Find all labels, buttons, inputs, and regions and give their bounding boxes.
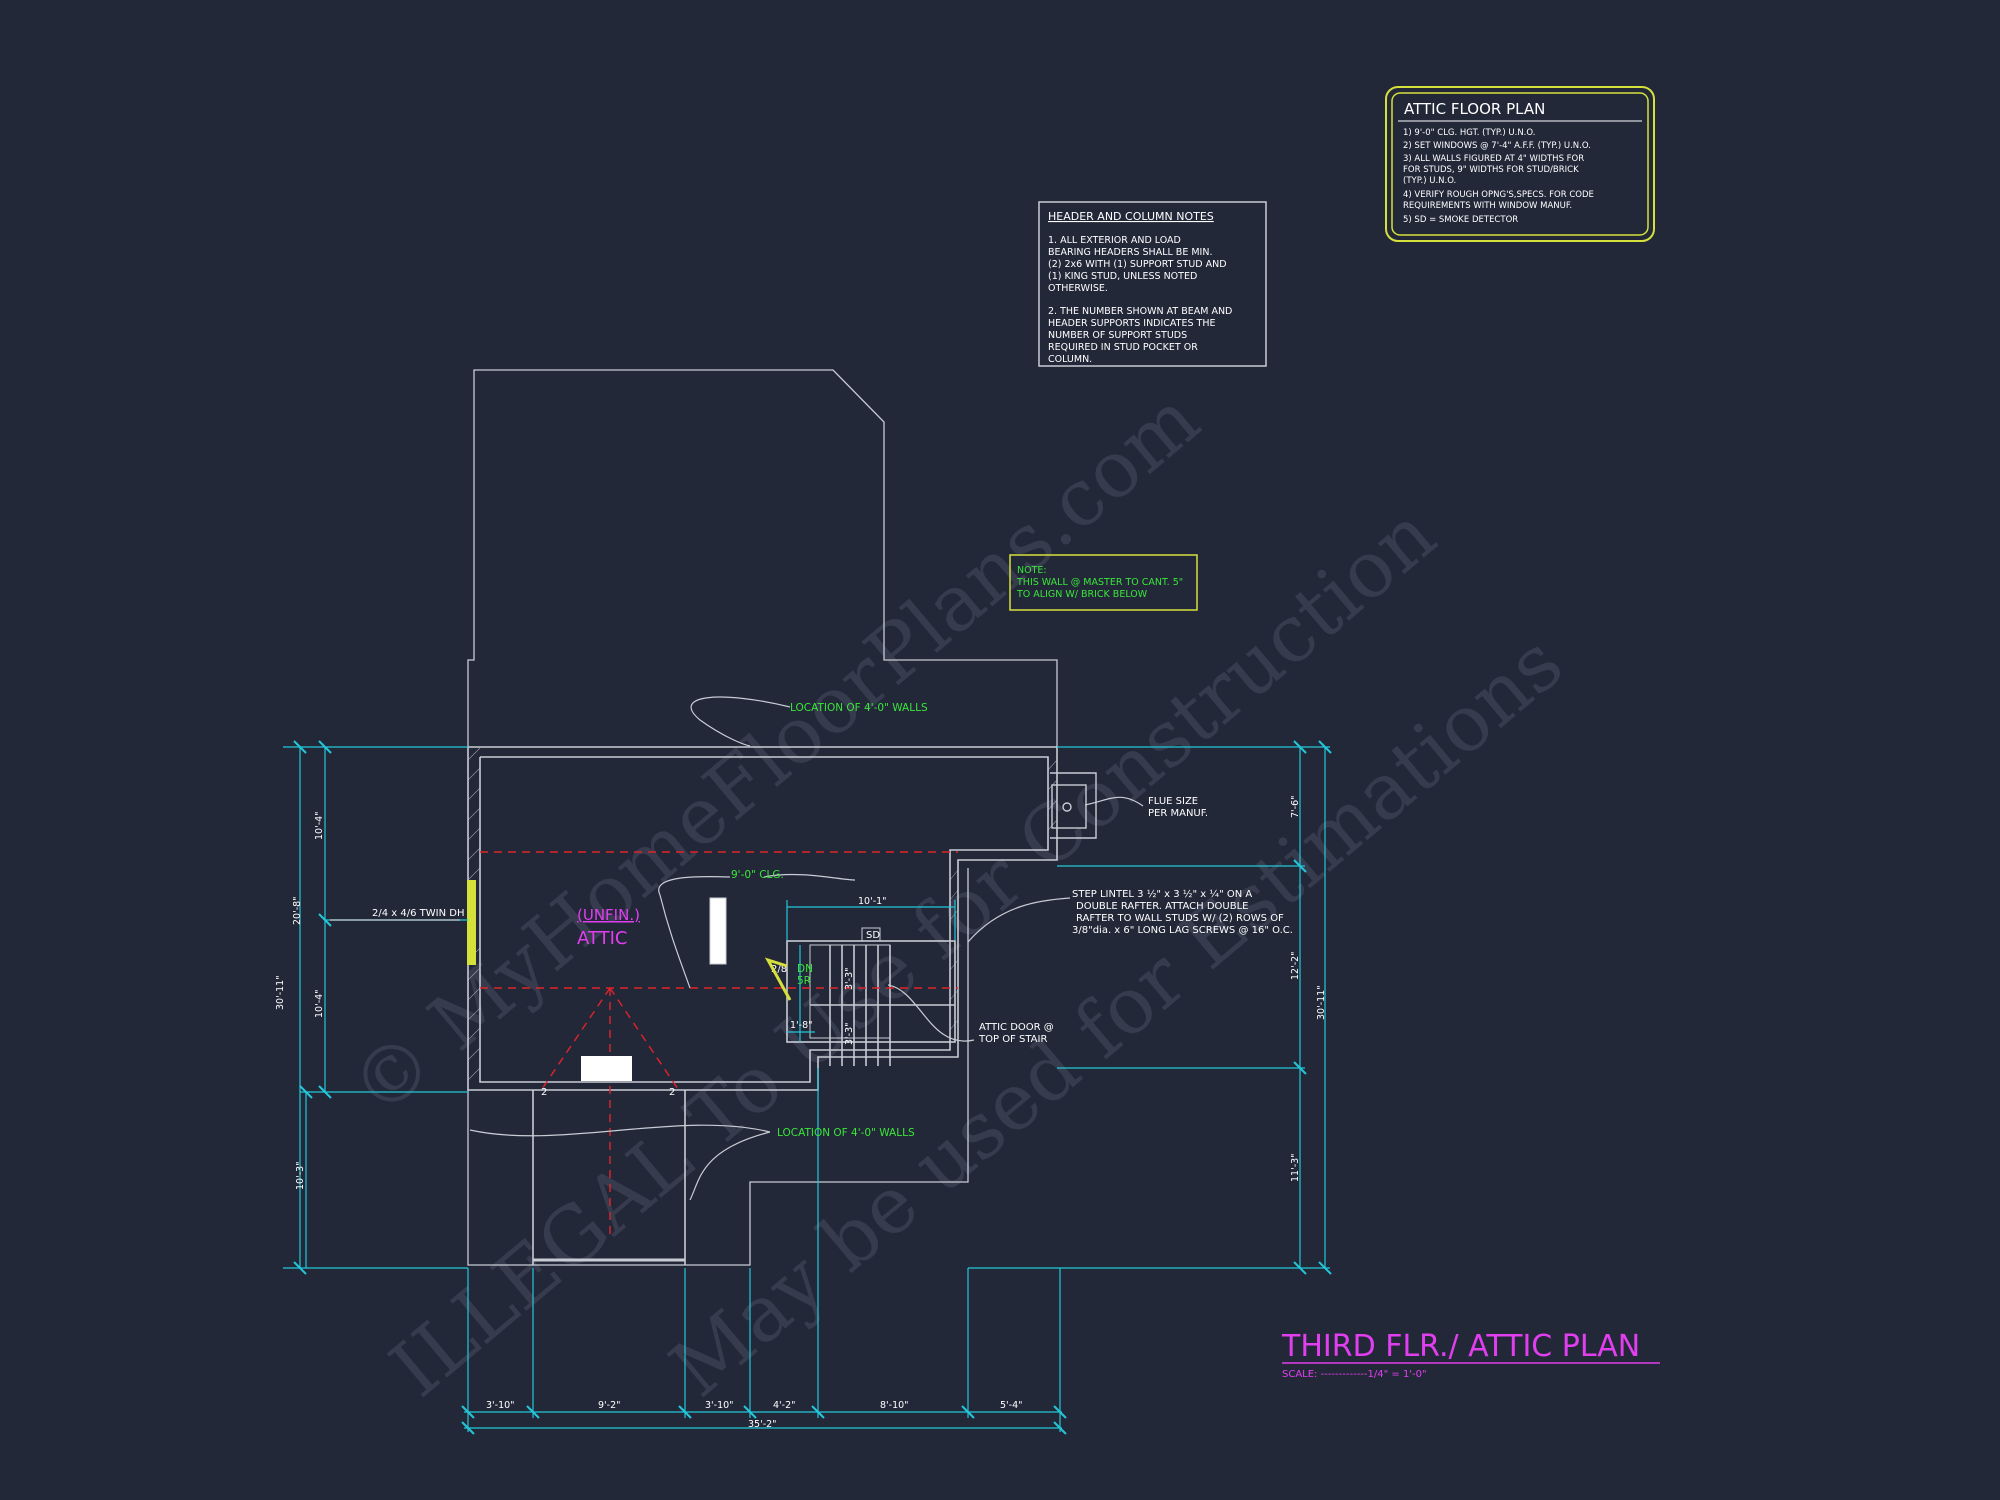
attic-vent <box>709 897 727 965</box>
dim-right-top: 7'-6" <box>1290 796 1301 819</box>
dimension-lines <box>283 746 1330 1432</box>
dim-right-outer: 30'-11" <box>1316 985 1327 1020</box>
attic-note-2: 2) SET WINDOWS @ 7'-4" A.F.F. (TYP.) U.N… <box>1403 141 1591 151</box>
label-dn: DN <box>797 963 813 975</box>
header-note-line-11: COLUMN. <box>1048 354 1092 365</box>
dim-bottom-2: 9'-2" <box>598 1400 621 1411</box>
dim-bottom-6: 5'-4" <box>1000 1400 1023 1411</box>
smoke-detector-icon <box>861 927 881 942</box>
dim-landing: 1'-8" <box>790 1020 813 1031</box>
header-note-line-9: NUMBER OF SUPPORT STUDS <box>1048 330 1187 341</box>
dim-bottom-3: 3'-10" <box>705 1400 734 1411</box>
dim-bottom-1: 3'-10" <box>486 1400 515 1411</box>
attic-note-4: 4) VERIFY ROUGH OPNG'S,SPECS. FOR CODE <box>1403 190 1594 200</box>
title-block: THIRD FLR./ ATTIC PLAN SCALE: ----------… <box>1281 1329 1660 1380</box>
header-note-line-4: (1) KING STUD, UNLESS NOTED <box>1048 271 1197 282</box>
flue-chimney <box>1050 772 1097 839</box>
dim-bottom-4: 4'-2" <box>773 1400 796 1411</box>
dim-left-upper: 10'-4" <box>314 811 325 840</box>
dim-left-outer: 30'-11" <box>275 975 286 1010</box>
header-note-line-2: BEARING HEADERS SHALL BE MIN. <box>1048 247 1212 258</box>
attic-note-1: 1) 9'-0" CLG. HGT. (TYP.) U.N.O. <box>1403 128 1535 138</box>
dim-left-lower: 10'-4" <box>314 989 325 1018</box>
dim-right-bottom: 11'-3" <box>1290 1153 1301 1182</box>
wall-hatch <box>467 747 1058 1081</box>
dim-left-bottom: 10'-3" <box>295 1161 306 1190</box>
label-flue-1: FLUE SIZE <box>1148 796 1198 807</box>
plan-scale: SCALE: -------------1/4" = 1'-0" <box>1282 1369 1427 1380</box>
leader-lines <box>330 696 1144 1201</box>
attic-note-4b: REQUIREMENTS WITH WINDOW MANUF. <box>1403 201 1572 211</box>
label-ceiling: 9'-0" CLG. <box>731 869 784 881</box>
attic-hatch <box>581 1056 632 1081</box>
header-note-line-7: 2. THE NUMBER SHOWN AT BEAM AND <box>1048 306 1232 317</box>
label-flue-2: PER MANUF. <box>1148 808 1208 819</box>
label-window: 2/4 x 4/6 TWIN DH <box>372 908 464 919</box>
label-lintel-2: DOUBLE RAFTER. ATTACH DOUBLE <box>1076 901 1248 912</box>
header-note-line-3: (2) 2x6 WITH (1) SUPPORT STUD AND <box>1048 259 1227 270</box>
dimension-ticks <box>293 740 1332 1435</box>
dim-stair-b: 3'-3" <box>844 1023 855 1046</box>
label-door-size: 2/8 <box>771 964 787 975</box>
label-lintel-4: 3/8"dia. x 6" LONG LAG SCREWS @ 16" O.C. <box>1072 925 1293 936</box>
label-sd: SD <box>866 930 880 941</box>
plan-title: THIRD FLR./ ATTIC PLAN <box>1281 1329 1640 1364</box>
wall-note-line-3: TO ALIGN W/ BRICK BELOW <box>1016 589 1148 600</box>
wall-note-box: NOTE: THIS WALL @ MASTER TO CANT. 5" TO … <box>1009 554 1198 611</box>
header-notes-title: HEADER AND COLUMN NOTES <box>1048 210 1214 223</box>
attic-notes-box: ATTIC FLOOR PLAN 1) 9'-0" CLG. HGT. (TYP… <box>1385 86 1655 242</box>
label-lintel-3: RAFTER TO WALL STUDS W/ (2) ROWS OF <box>1076 913 1284 924</box>
header-note-line-10: REQUIRED IN STUD POCKET OR <box>1048 342 1198 353</box>
attic-door-swing <box>764 957 792 1001</box>
label-lintel-1: STEP LINTEL 3 ½" x 3 ½" x ¼" ON A <box>1072 888 1252 900</box>
label-br: 5R <box>797 975 811 987</box>
dim-left-mid: 20'-8" <box>292 896 303 925</box>
dim-stair-width: 10'-1" <box>858 896 887 907</box>
label-support-2b: 2 <box>669 1087 675 1098</box>
flue-circle <box>1062 802 1072 812</box>
dim-bottom-5: 8'-10" <box>880 1400 909 1411</box>
attic-note-5: 5) SD = SMOKE DETECTOR <box>1403 215 1518 225</box>
label-walls-top: LOCATION OF 4'-0" WALLS <box>790 702 928 714</box>
label-attic-door-2: TOP OF STAIR <box>978 1034 1047 1045</box>
dim-bottom-total: 35'-2" <box>748 1419 777 1430</box>
attic-note-3: 3) ALL WALLS FIGURED AT 4" WIDTHS FOR <box>1403 154 1584 164</box>
wall-note-line-2: THIS WALL @ MASTER TO CANT. 5" <box>1016 577 1183 588</box>
label-unfin: (UNFIN.) <box>577 906 640 924</box>
attic-note-3c: (TYP.) U.N.O. <box>1403 176 1456 186</box>
attic-notes-title: ATTIC FLOOR PLAN <box>1404 100 1545 118</box>
header-column-notes: HEADER AND COLUMN NOTES 1. ALL EXTERIOR … <box>1038 201 1267 367</box>
label-attic: ATTIC <box>577 928 627 949</box>
header-note-line-8: HEADER SUPPORTS INDICATES THE <box>1048 318 1216 329</box>
header-note-line-5: OTHERWISE. <box>1048 283 1108 294</box>
label-attic-door-1: ATTIC DOOR @ <box>979 1022 1054 1033</box>
label-walls-bottom: LOCATION OF 4'-0" WALLS <box>777 1127 915 1139</box>
dim-stair-a: 3'-3" <box>844 968 855 991</box>
attic-note-3b: FOR STUDS, 9" WIDTHS FOR STUD/BRICK <box>1403 165 1579 175</box>
header-note-line-1: 1. ALL EXTERIOR AND LOAD <box>1048 235 1181 246</box>
roof-outline <box>467 369 1058 1266</box>
window-twin-dh <box>467 880 476 965</box>
ridge-lines <box>480 851 958 1240</box>
label-support-2a: 2 <box>541 1087 547 1098</box>
wall-note-line-1: NOTE: <box>1017 565 1047 576</box>
dim-right-mid: 12'-2" <box>1290 951 1301 980</box>
